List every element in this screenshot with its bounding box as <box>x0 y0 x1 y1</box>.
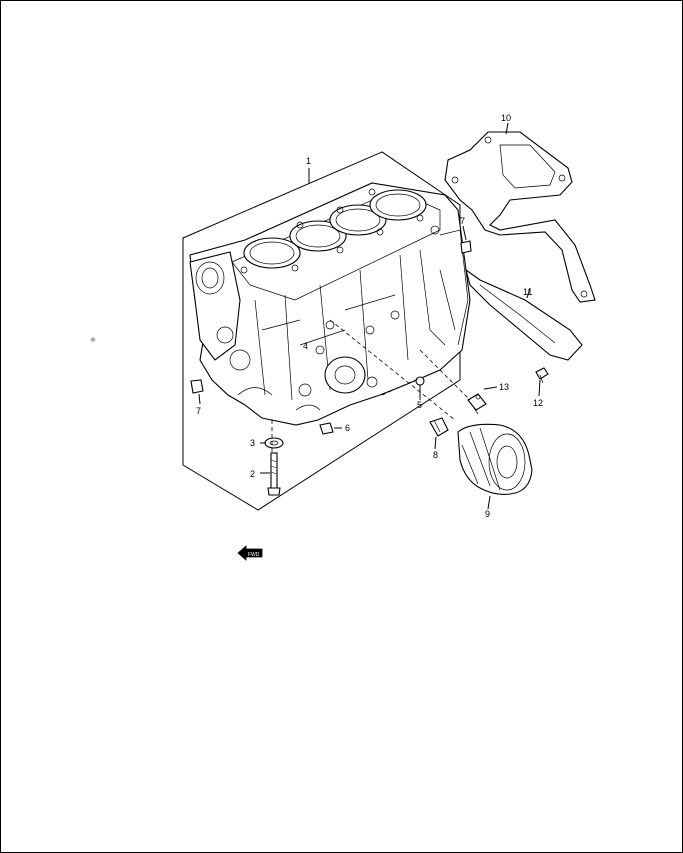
callout-9: 9 <box>485 509 490 519</box>
callout-7-left: 7 <box>196 406 201 416</box>
part-8-sensor <box>429 417 449 437</box>
part-5-plug <box>415 376 425 386</box>
cylinder-bore-3 <box>329 204 387 236</box>
alignment-line-sensor-13 <box>419 349 471 401</box>
part-7-plug-right <box>460 240 472 254</box>
part-10-plate <box>444 131 596 303</box>
cylinder-block <box>189 182 471 426</box>
stray-mark: ※ <box>90 336 96 344</box>
callout-4: 4 <box>303 341 308 351</box>
callout-5: 5 <box>417 400 422 410</box>
alignment-line-sensor <box>329 319 456 421</box>
oil-pump-boss <box>324 356 366 394</box>
callout-1: 1 <box>306 156 311 166</box>
fwd-label: FWD <box>248 552 260 558</box>
part-7-plug-left <box>190 379 204 394</box>
part-2-stud <box>267 452 281 496</box>
callout-12: 12 <box>533 398 543 408</box>
leader-lines <box>198 122 541 510</box>
part-6-plug <box>319 422 334 435</box>
callout-3: 3 <box>250 438 255 448</box>
part-9-oil-filter <box>457 423 533 495</box>
callout-2: 2 <box>250 469 255 479</box>
callout-10: 10 <box>501 113 511 123</box>
cylinder-bore-2 <box>289 220 347 252</box>
cylinder-bore-1 <box>243 237 301 269</box>
callout-13: 13 <box>499 382 509 392</box>
cylinder-bore-4 <box>369 189 427 221</box>
callout-11: 11 <box>523 287 532 297</box>
callout-7-right: 7 <box>460 216 465 226</box>
block-frame-box <box>182 151 461 511</box>
part-12-bolt <box>535 367 549 384</box>
callout-8: 8 <box>433 450 438 460</box>
part-11-baffle <box>465 268 583 361</box>
callout-6: 6 <box>345 423 350 433</box>
part-3-washer <box>264 437 284 449</box>
forward-direction-arrow: FWD <box>237 545 263 561</box>
part-13-sensor <box>467 393 487 415</box>
